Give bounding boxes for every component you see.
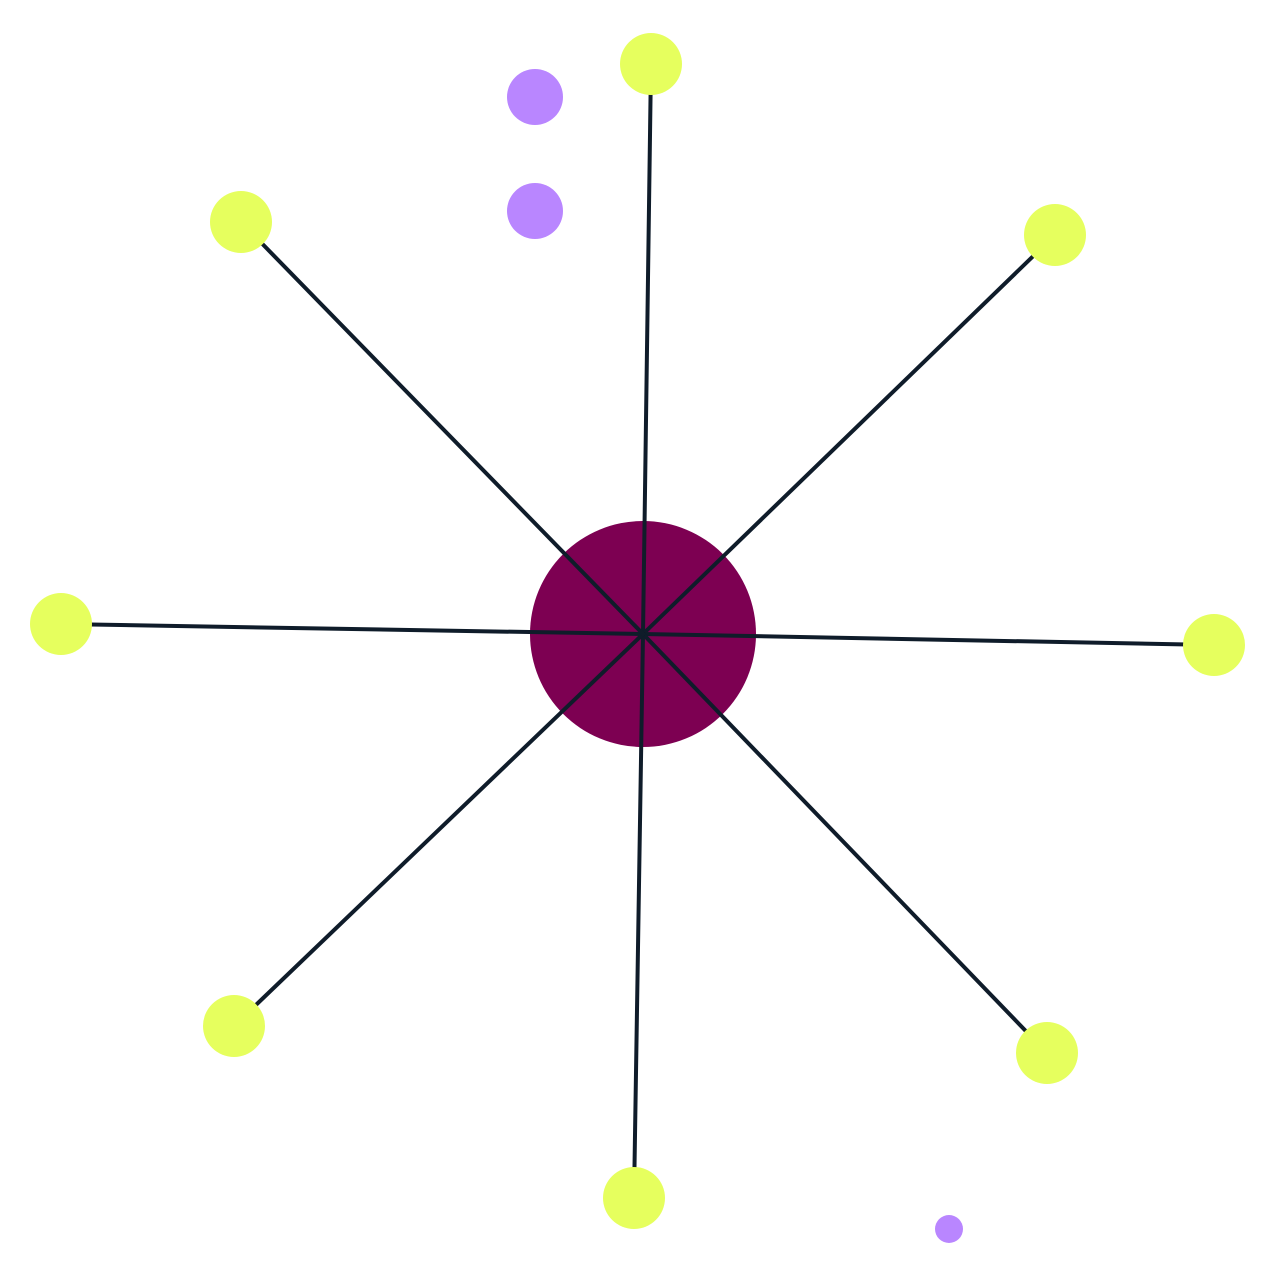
edge-leaf-right bbox=[641, 632, 1216, 647]
edge-leaf-top-right bbox=[641, 233, 1057, 636]
leaf-bottom-left-node bbox=[203, 995, 265, 1057]
leaf-bottom-right-node bbox=[1016, 1022, 1078, 1084]
edge-leaf-top-left bbox=[239, 220, 645, 636]
leaf-right-node bbox=[1183, 614, 1245, 676]
edge-leaf-top bbox=[641, 62, 653, 636]
leaf-top-right-node bbox=[1024, 204, 1086, 266]
leaf-bottom-node bbox=[603, 1167, 665, 1229]
stray-small-node bbox=[935, 1215, 963, 1243]
leaf-left-node bbox=[30, 593, 92, 655]
edge-leaf-left bbox=[59, 622, 645, 636]
edge-leaf-bottom-left bbox=[232, 632, 645, 1028]
edge-leaf-bottom bbox=[632, 632, 645, 1200]
stray-upper-node bbox=[507, 69, 563, 125]
stray-middle-node bbox=[507, 183, 563, 239]
edge-leaf-bottom-right bbox=[641, 632, 1049, 1055]
nodes-layer bbox=[30, 33, 1245, 1243]
leaf-top-node bbox=[620, 33, 682, 95]
leaf-top-left-node bbox=[210, 191, 272, 253]
